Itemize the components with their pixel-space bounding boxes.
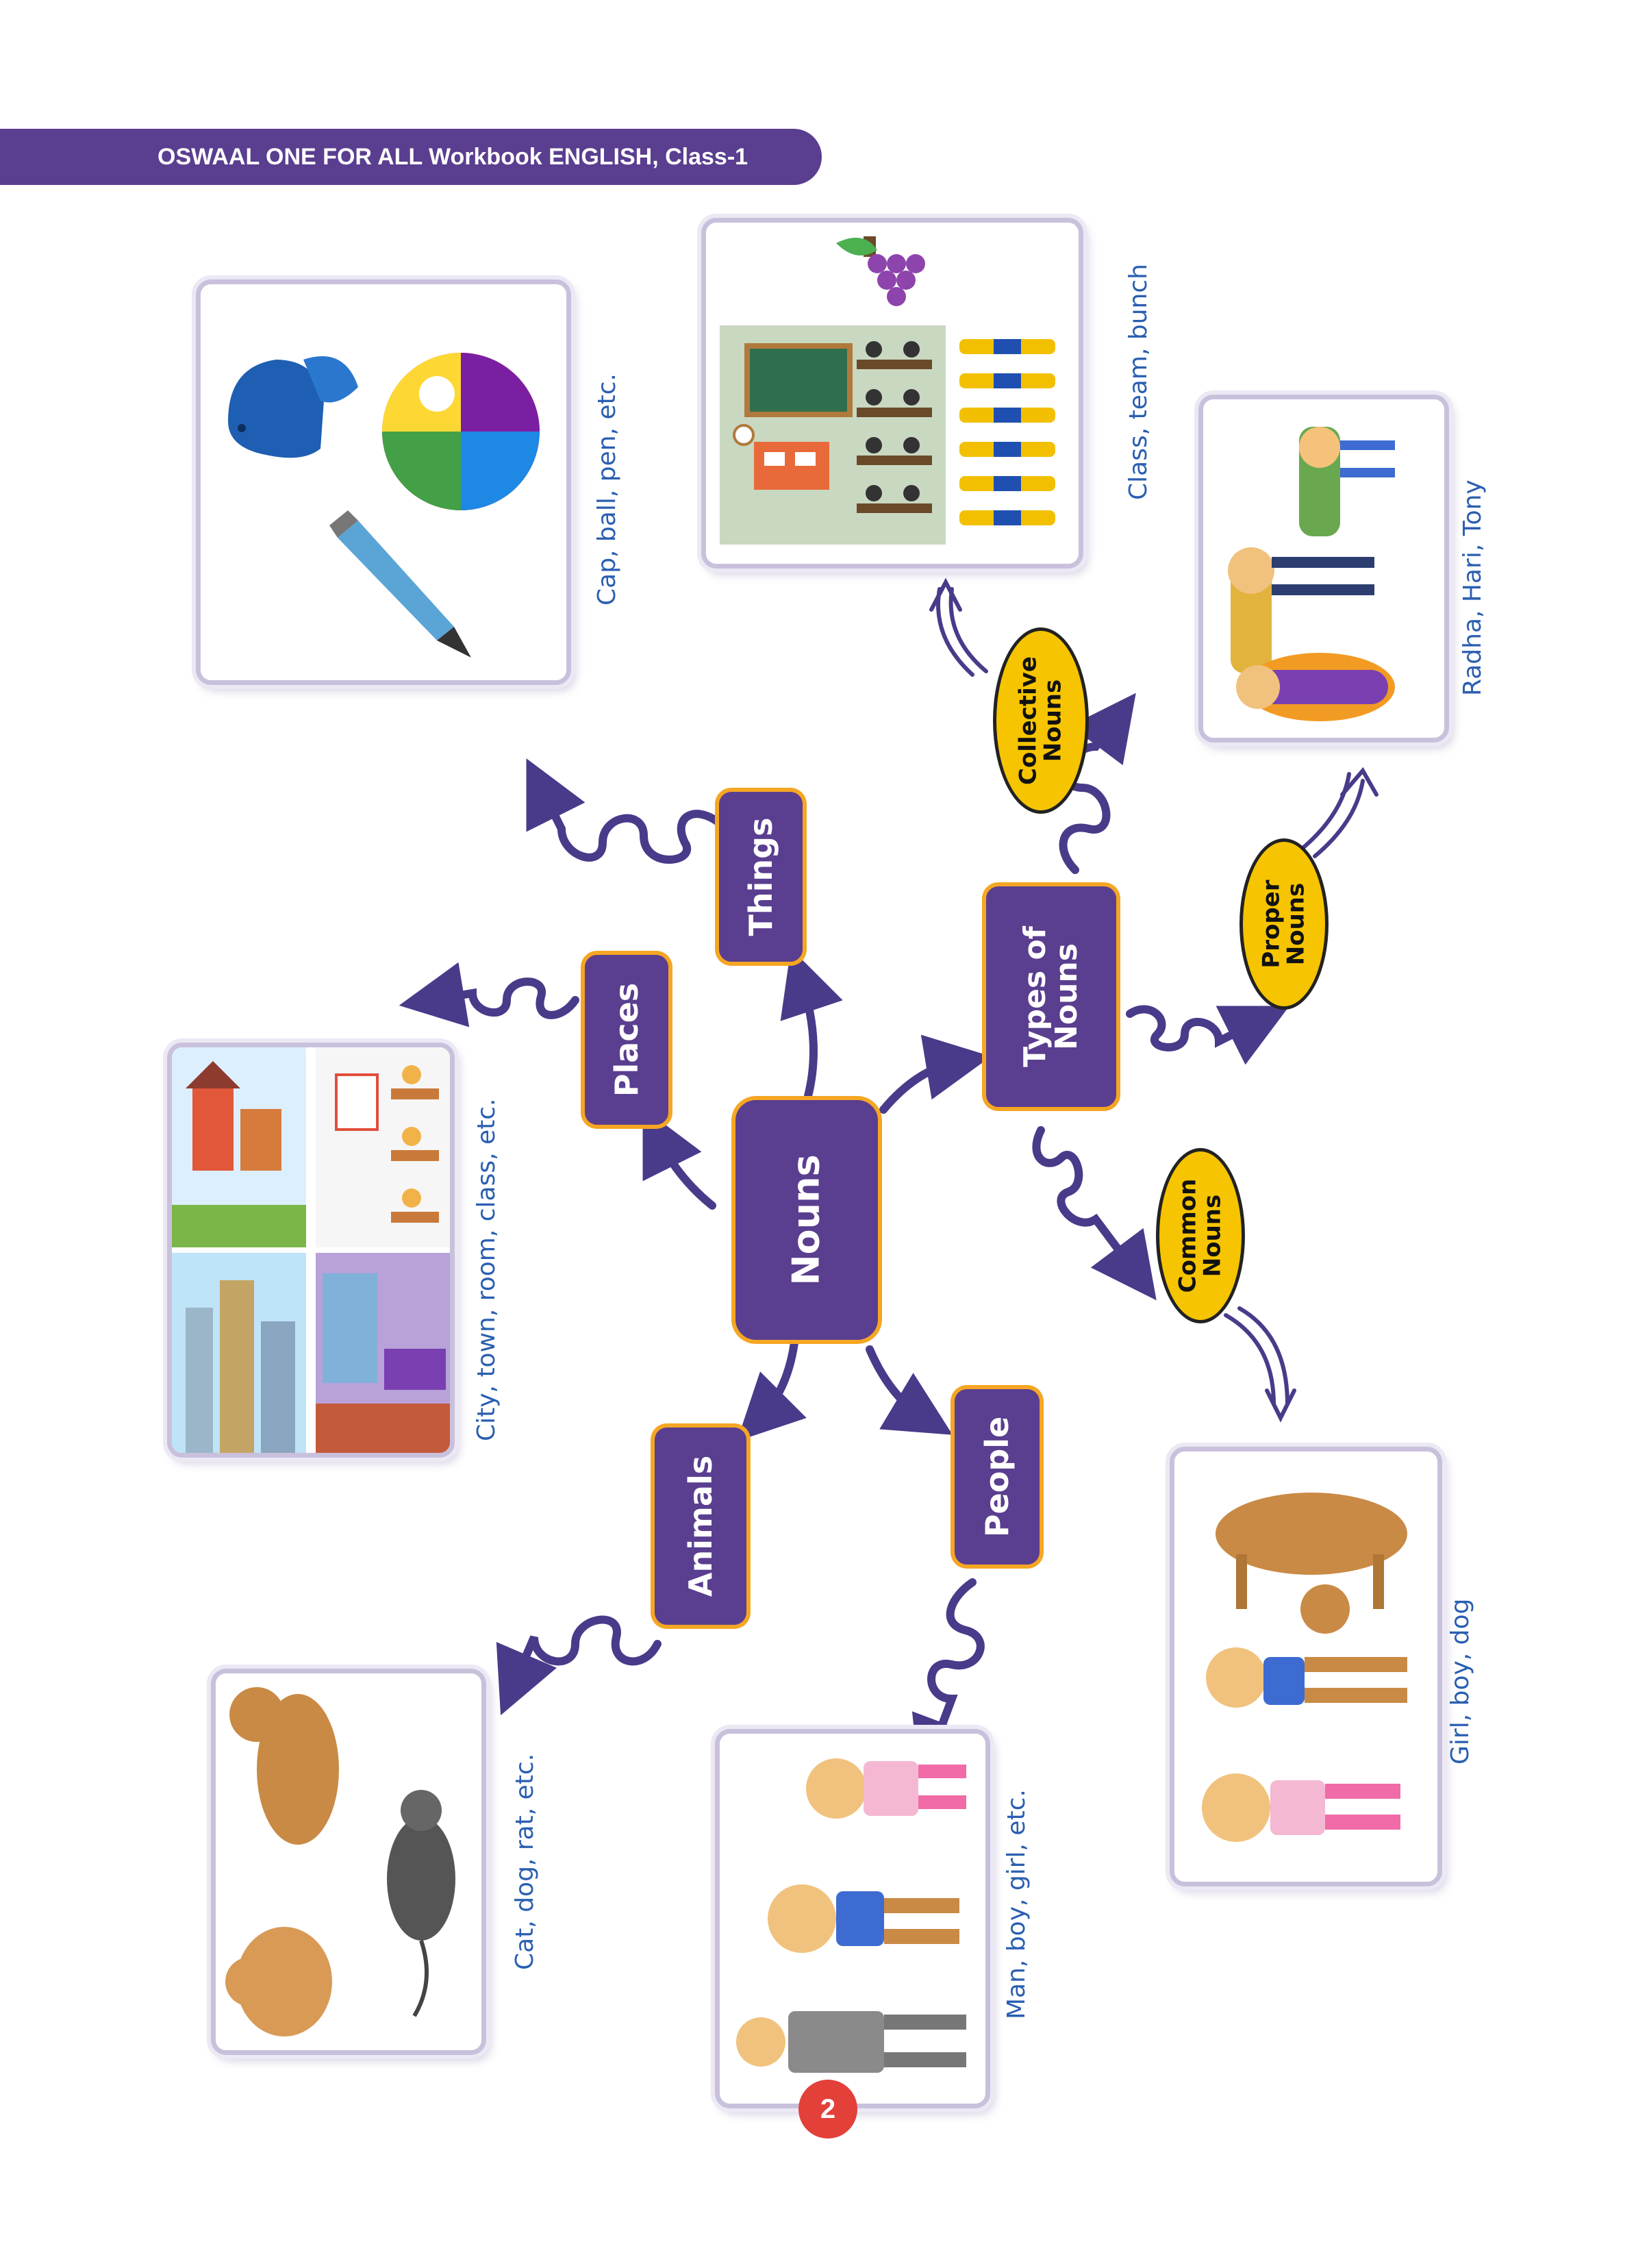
node-places: Places [585,955,668,1125]
cat-icon [225,1927,332,2036]
page-header: OSWAAL ONE FOR ALL Workbook ENGLISH, Cla… [0,129,822,185]
dog-icon [1216,1493,1407,1634]
node-common-nouns: Common Nouns [1156,1148,1245,1323]
animals-image-card [211,1669,486,2055]
boy-icon [1206,1647,1407,1708]
girl-boy-dog-illustration [1202,1493,1407,1842]
places-image-card [167,1043,455,1458]
town-scene-icon [172,1047,306,1247]
classroom-scene-icon [316,1047,450,1247]
proper-image-card [1198,395,1449,743]
node-animals: Animals [655,1428,746,1625]
grapes-icon [836,236,925,306]
team-icon [959,339,1055,525]
pen-icon [329,510,471,658]
things-illustration [228,353,540,658]
node-types-of-nouns: Types of Nouns [986,886,1116,1107]
node-collective-nouns: Collective Nouns [993,627,1089,814]
dog-icon [229,1687,339,1845]
boy-hari-icon [1228,547,1374,673]
man-boy-girl-illustration [736,1758,966,2073]
page-number-badge: 2 [798,2080,857,2139]
caption-proper: Radha, Hari, Tony [1459,479,1487,696]
caption-collective: Class, team, bunch [1124,264,1153,500]
node-things: Things [719,792,803,962]
city-scene-icon [172,1253,306,1453]
three-children-illustration [1228,427,1395,721]
ball-icon [382,353,540,510]
places-illustration [172,1047,450,1453]
room-scene-icon [316,1253,450,1453]
rat-icon [387,1790,455,2017]
caption-people: Man, boy, girl, etc. [1003,1789,1031,2019]
classroom-team-grapes-illustration [720,236,1055,545]
things-image-card [196,279,571,685]
girl-icon [1202,1773,1400,1842]
collective-image-card [701,218,1083,569]
caption-common: Girl, boy, dog [1446,1598,1474,1765]
classroom-icon [720,325,946,545]
caption-animals: Cat, dog, rat, etc. [511,1753,539,1970]
boy-tony-icon [1299,427,1395,536]
cat-dog-rat-illustration [225,1687,455,2036]
girl-icon [806,1758,966,1819]
boy-icon [768,1884,959,1953]
node-proper-nouns: Proper Nouns [1239,838,1329,1010]
people-image-card [715,1729,990,2108]
node-people: People [955,1389,1040,1565]
node-nouns: Nouns [735,1100,878,1340]
man-icon [736,2011,966,2073]
girl-radha-icon [1236,653,1395,721]
common-image-card [1170,1447,1442,1886]
cap-icon [228,356,358,458]
caption-things: Cap, ball, pen, etc. [593,373,621,606]
caption-places: City, town, room, class, etc. [473,1098,501,1441]
